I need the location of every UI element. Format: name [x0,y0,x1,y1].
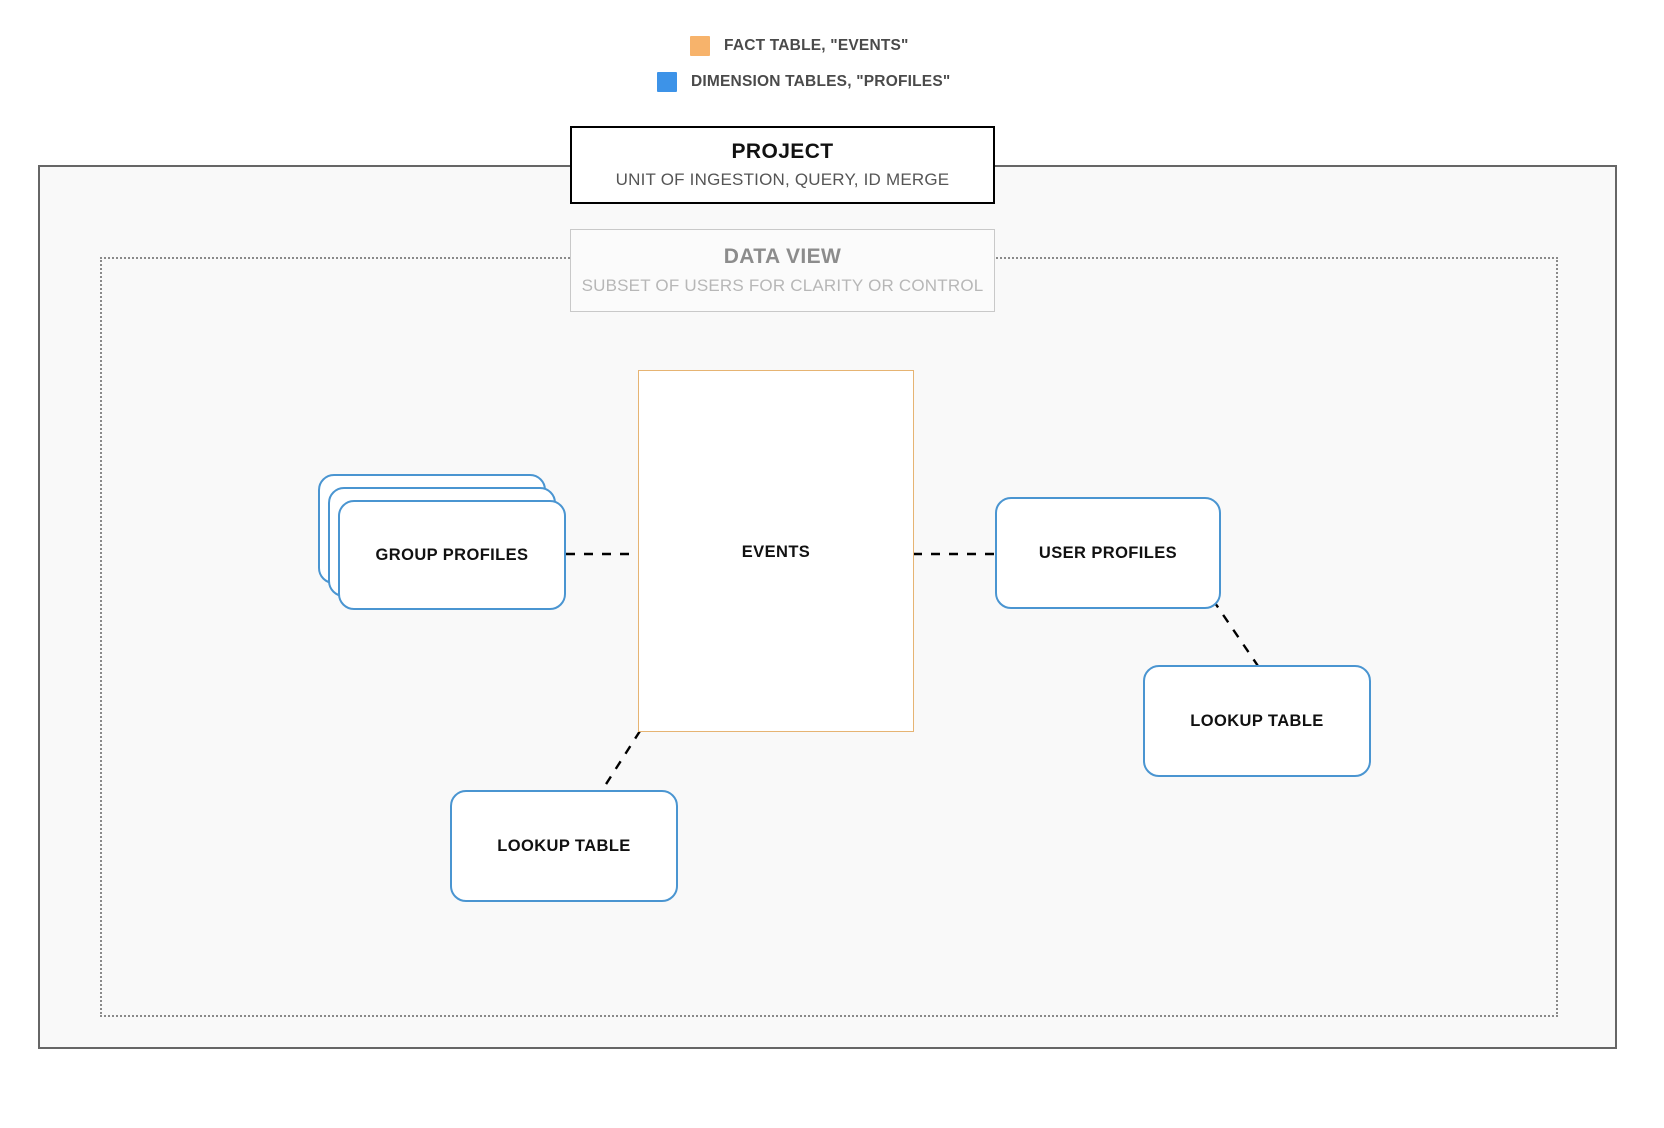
dimension-user-profiles[interactable]: USER PROFILES [995,497,1221,609]
project-title: PROJECT [731,139,834,163]
lookup-table-bottom-label: LOOKUP TABLE [497,836,631,855]
lookup-table-right-label: LOOKUP TABLE [1190,711,1324,730]
legend-item-label: DIMENSION TABLES, "PROFILES" [691,73,951,90]
project-subtitle: UNIT OF INGESTION, QUERY, ID MERGE [615,170,950,190]
legend-item-fact-table: FACT TABLE, "EVENTS" [690,36,909,56]
legend-item-dimension-tables: DIMENSION TABLES, "PROFILES" [657,72,950,92]
data-view-card: DATA VIEW SUBSET OF USERS FOR CLARITY OR… [570,229,995,312]
dimension-group-profiles-stack[interactable]: GROUP PROFILES [318,474,578,619]
square-swatch-icon [690,36,710,56]
group-profiles-label: GROUP PROFILES [375,545,529,564]
data-view-subtitle: SUBSET OF USERS FOR CLARITY OR CONTROL [581,275,984,295]
dimension-lookup-table-right[interactable]: LOOKUP TABLE [1143,665,1371,777]
fact-table-label: EVENTS [741,543,811,561]
square-swatch-icon [657,72,677,92]
legend-item-label: FACT TABLE, "EVENTS" [724,37,909,54]
stacked-card-front[interactable]: GROUP PROFILES [338,500,566,610]
fact-table-events[interactable]: EVENTS [638,370,914,732]
dimension-lookup-table-bottom[interactable]: LOOKUP TABLE [450,790,678,902]
data-view-title: DATA VIEW [723,245,842,269]
legend: FACT TABLE, "EVENTS" DIMENSION TABLES, "… [0,28,1664,98]
user-profiles-label: USER PROFILES [1038,543,1178,562]
project-card: PROJECT UNIT OF INGESTION, QUERY, ID MER… [570,126,995,204]
